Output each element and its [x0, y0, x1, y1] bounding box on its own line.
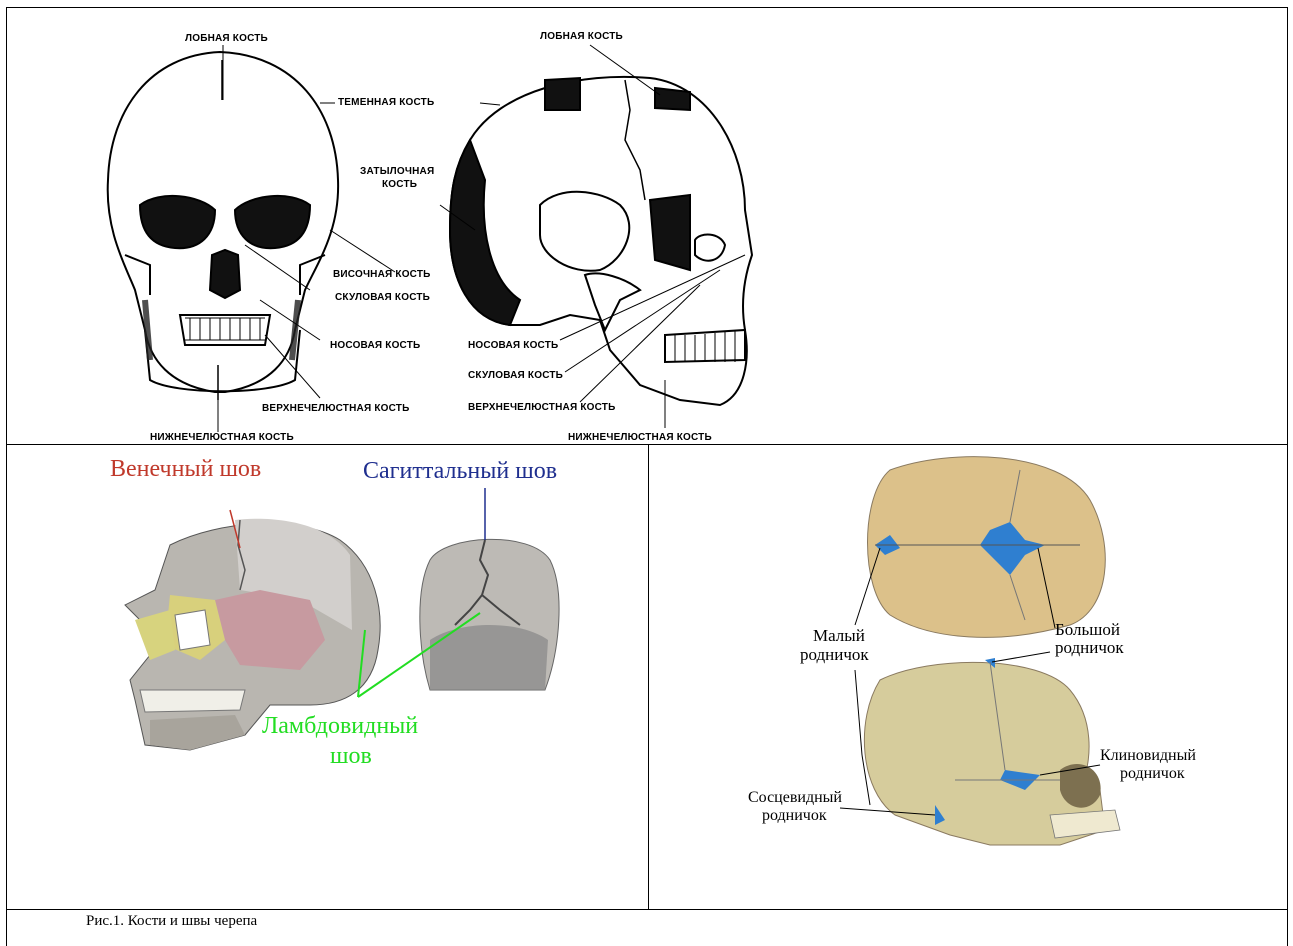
front-temporal-bone-label: ВИСОЧНАЯ КОСТЬ	[333, 269, 431, 280]
small-fontanelle-label-2: родничок	[800, 646, 869, 664]
adult-skull-back-view	[420, 539, 559, 690]
side-maxilla-label: ВЕРХНЕЧЕЛЮСТНАЯ КОСТЬ	[468, 402, 615, 413]
side-frontal-bone-label: ЛОБНАЯ КОСТЬ	[540, 31, 623, 42]
front-maxilla-label: ВЕРХНЕЧЕЛЮСТНАЯ КОСТЬ	[262, 403, 409, 414]
front-mandible-label: НИЖНЕЧЕЛЮСТНАЯ КОСТЬ	[150, 432, 294, 443]
figure-caption: Рис.1. Кости и швы черепа	[86, 914, 257, 930]
small-fontanelle-label-1: Малый	[813, 627, 865, 645]
large-fontanelle-label-1: Большой	[1055, 621, 1120, 639]
infant-skull-side-view	[864, 658, 1120, 845]
mastoid-fontanelle-label-1: Сосцевидный	[748, 790, 842, 807]
infant-skull-top-view	[868, 457, 1106, 638]
lambdoid-suture-label-2: шов	[330, 744, 372, 769]
side-skull-drawing	[450, 77, 752, 405]
coronal-suture-label: Венечный шов	[110, 457, 261, 482]
sphenoid-fontanelle-label-1: Клиновидный	[1100, 748, 1196, 765]
front-occipital-bone-label-1: ЗАТЫЛОЧНАЯ	[360, 166, 434, 177]
front-nasal-bone-label: НОСОВАЯ КОСТЬ	[330, 340, 420, 351]
sphenoid-fontanelle-label-2: родничок	[1120, 766, 1185, 783]
front-parietal-bone-label: ТЕМЕННАЯ КОСТЬ	[338, 97, 434, 108]
mastoid-fontanelle-label-2: родничок	[762, 808, 827, 825]
front-occipital-bone-label-2: КОСТЬ	[382, 179, 417, 190]
side-nasal-bone-label: НОСОВАЯ КОСТЬ	[468, 340, 558, 351]
lambdoid-suture-label-1: Ламбдовидный	[262, 714, 418, 739]
sagittal-suture-label: Сагиттальный шов	[363, 459, 557, 484]
front-frontal-bone-label: ЛОБНАЯ КОСТЬ	[185, 33, 268, 44]
side-mandible-label: НИЖНЕЧЕЛЮСТНАЯ КОСТЬ	[568, 432, 712, 443]
front-skull-drawing	[108, 52, 338, 400]
side-zygomatic-bone-label: СКУЛОВАЯ КОСТЬ	[468, 370, 563, 381]
front-zygomatic-bone-label: СКУЛОВАЯ КОСТЬ	[335, 292, 430, 303]
large-fontanelle-label-2: родничок	[1055, 639, 1124, 657]
